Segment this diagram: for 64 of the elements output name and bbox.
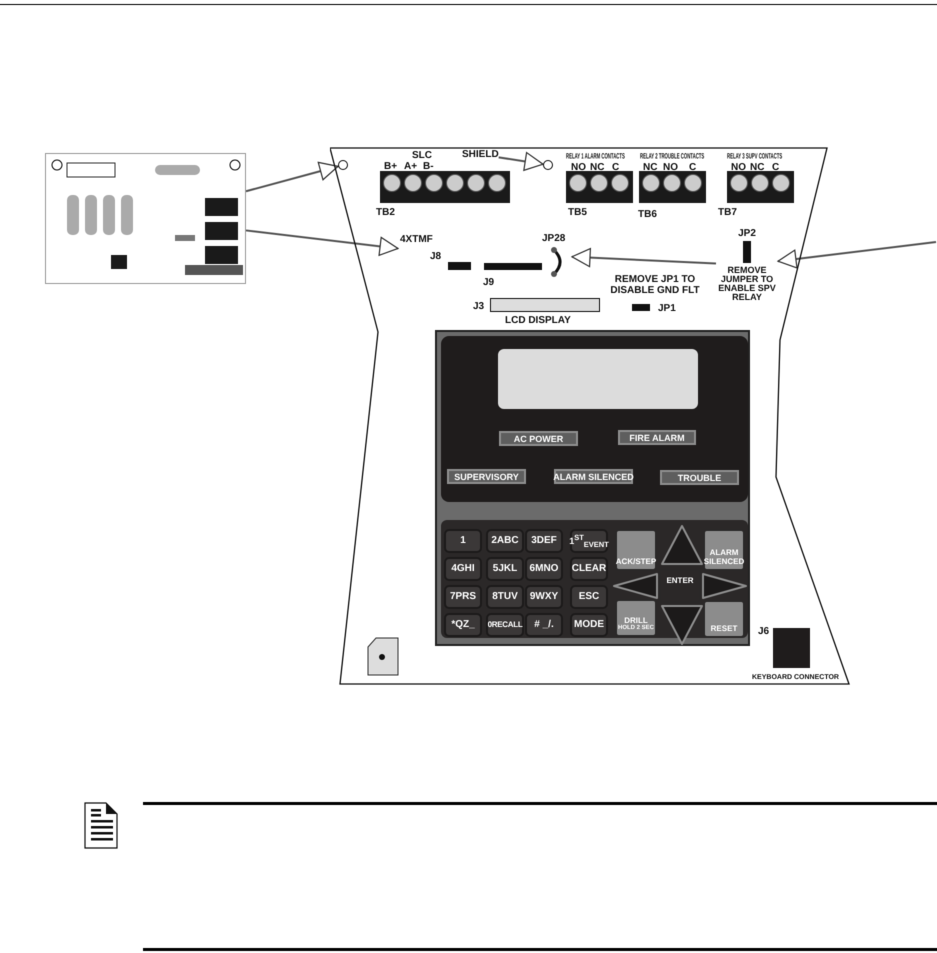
indicator-lamp: AC POWER xyxy=(499,431,578,446)
indicator-lamp: FIRE ALARM xyxy=(618,430,696,445)
keypad-key: CLEAR xyxy=(570,557,608,581)
connector-label: 4XTMF xyxy=(400,234,433,245)
terminal-label: NC xyxy=(643,162,658,173)
connector-label: J3 xyxy=(473,301,484,312)
terminal-label: B- xyxy=(423,161,434,172)
terminal-label: NC xyxy=(750,162,764,173)
connector-label: J8 xyxy=(430,251,442,262)
terminal-label: C xyxy=(772,162,780,173)
component-label: TB5 xyxy=(568,207,587,218)
indicator-lamp: SUPERVISORY xyxy=(447,469,526,484)
arrow-key xyxy=(614,574,657,598)
component-label: JP1 xyxy=(658,303,676,314)
arrow-key xyxy=(703,574,746,598)
keypad-key: 2ABC xyxy=(486,529,524,553)
terminal-label: NO xyxy=(571,162,586,173)
arrow xyxy=(571,248,716,268)
keypad-key: 6MNO xyxy=(525,557,563,581)
function-key: RESET xyxy=(703,600,745,638)
component-label: J9 xyxy=(483,277,494,288)
note-text: REMOVE JP1 TO DISABLE GND FLT xyxy=(609,274,701,296)
terminal-label: NC xyxy=(590,162,604,173)
arrow xyxy=(777,241,936,269)
keypad-panel xyxy=(435,330,750,646)
keypad-key: 3DEF xyxy=(525,529,563,553)
keypad-key: 0RECALL xyxy=(486,613,524,637)
lcd-screen xyxy=(498,349,698,409)
keypad-key: 4GHI xyxy=(444,557,482,581)
bus-label: SLC xyxy=(412,150,432,161)
keypad-key: 5JKL xyxy=(486,557,524,581)
component-label: J6 xyxy=(758,626,770,637)
terminal-label: B+ xyxy=(384,161,398,172)
keypad-key: 1 xyxy=(444,529,482,553)
circuit-board-drawing xyxy=(45,153,246,284)
connector-label: LCD DISPLAY xyxy=(505,315,571,326)
component-label: TB7 xyxy=(718,207,737,218)
indicator-lamp: TROUBLE xyxy=(660,470,739,485)
arrow-key xyxy=(662,606,702,644)
terminal-label: NO xyxy=(663,162,678,173)
jumper-label: JP2 xyxy=(737,228,757,239)
component-label: TB6 xyxy=(638,209,657,220)
keypad-key: # _/. xyxy=(525,613,563,637)
terminal-label: C xyxy=(612,162,620,173)
mounting-hole xyxy=(543,160,553,170)
arrow xyxy=(498,152,544,171)
arrow xyxy=(246,229,399,256)
terminal-label: C xyxy=(689,162,696,173)
keypad-key: MODE xyxy=(570,613,608,637)
keypad-key: 8TUV xyxy=(486,585,524,609)
note-text: REMOVE JUMPER TO ENABLE SPV RELAY xyxy=(717,266,777,302)
terminal-label: A+ xyxy=(404,161,418,172)
arrow xyxy=(246,162,339,192)
terminal-label: NO xyxy=(731,162,746,173)
keypad-key: 7PRS xyxy=(444,585,482,609)
keypad-key: 9WXY xyxy=(525,585,563,609)
jumper-label: JP28 xyxy=(542,233,566,244)
mounting-hole xyxy=(338,160,348,170)
keypad-key: *QZ_ xyxy=(444,613,482,637)
arrow-key xyxy=(662,526,702,564)
indicator-lamp: ALARM SILENCED xyxy=(554,469,633,484)
terminal-label: SHIELD xyxy=(462,149,499,160)
keypad-key: ESC xyxy=(570,585,608,609)
component-label: TB2 xyxy=(376,207,395,218)
